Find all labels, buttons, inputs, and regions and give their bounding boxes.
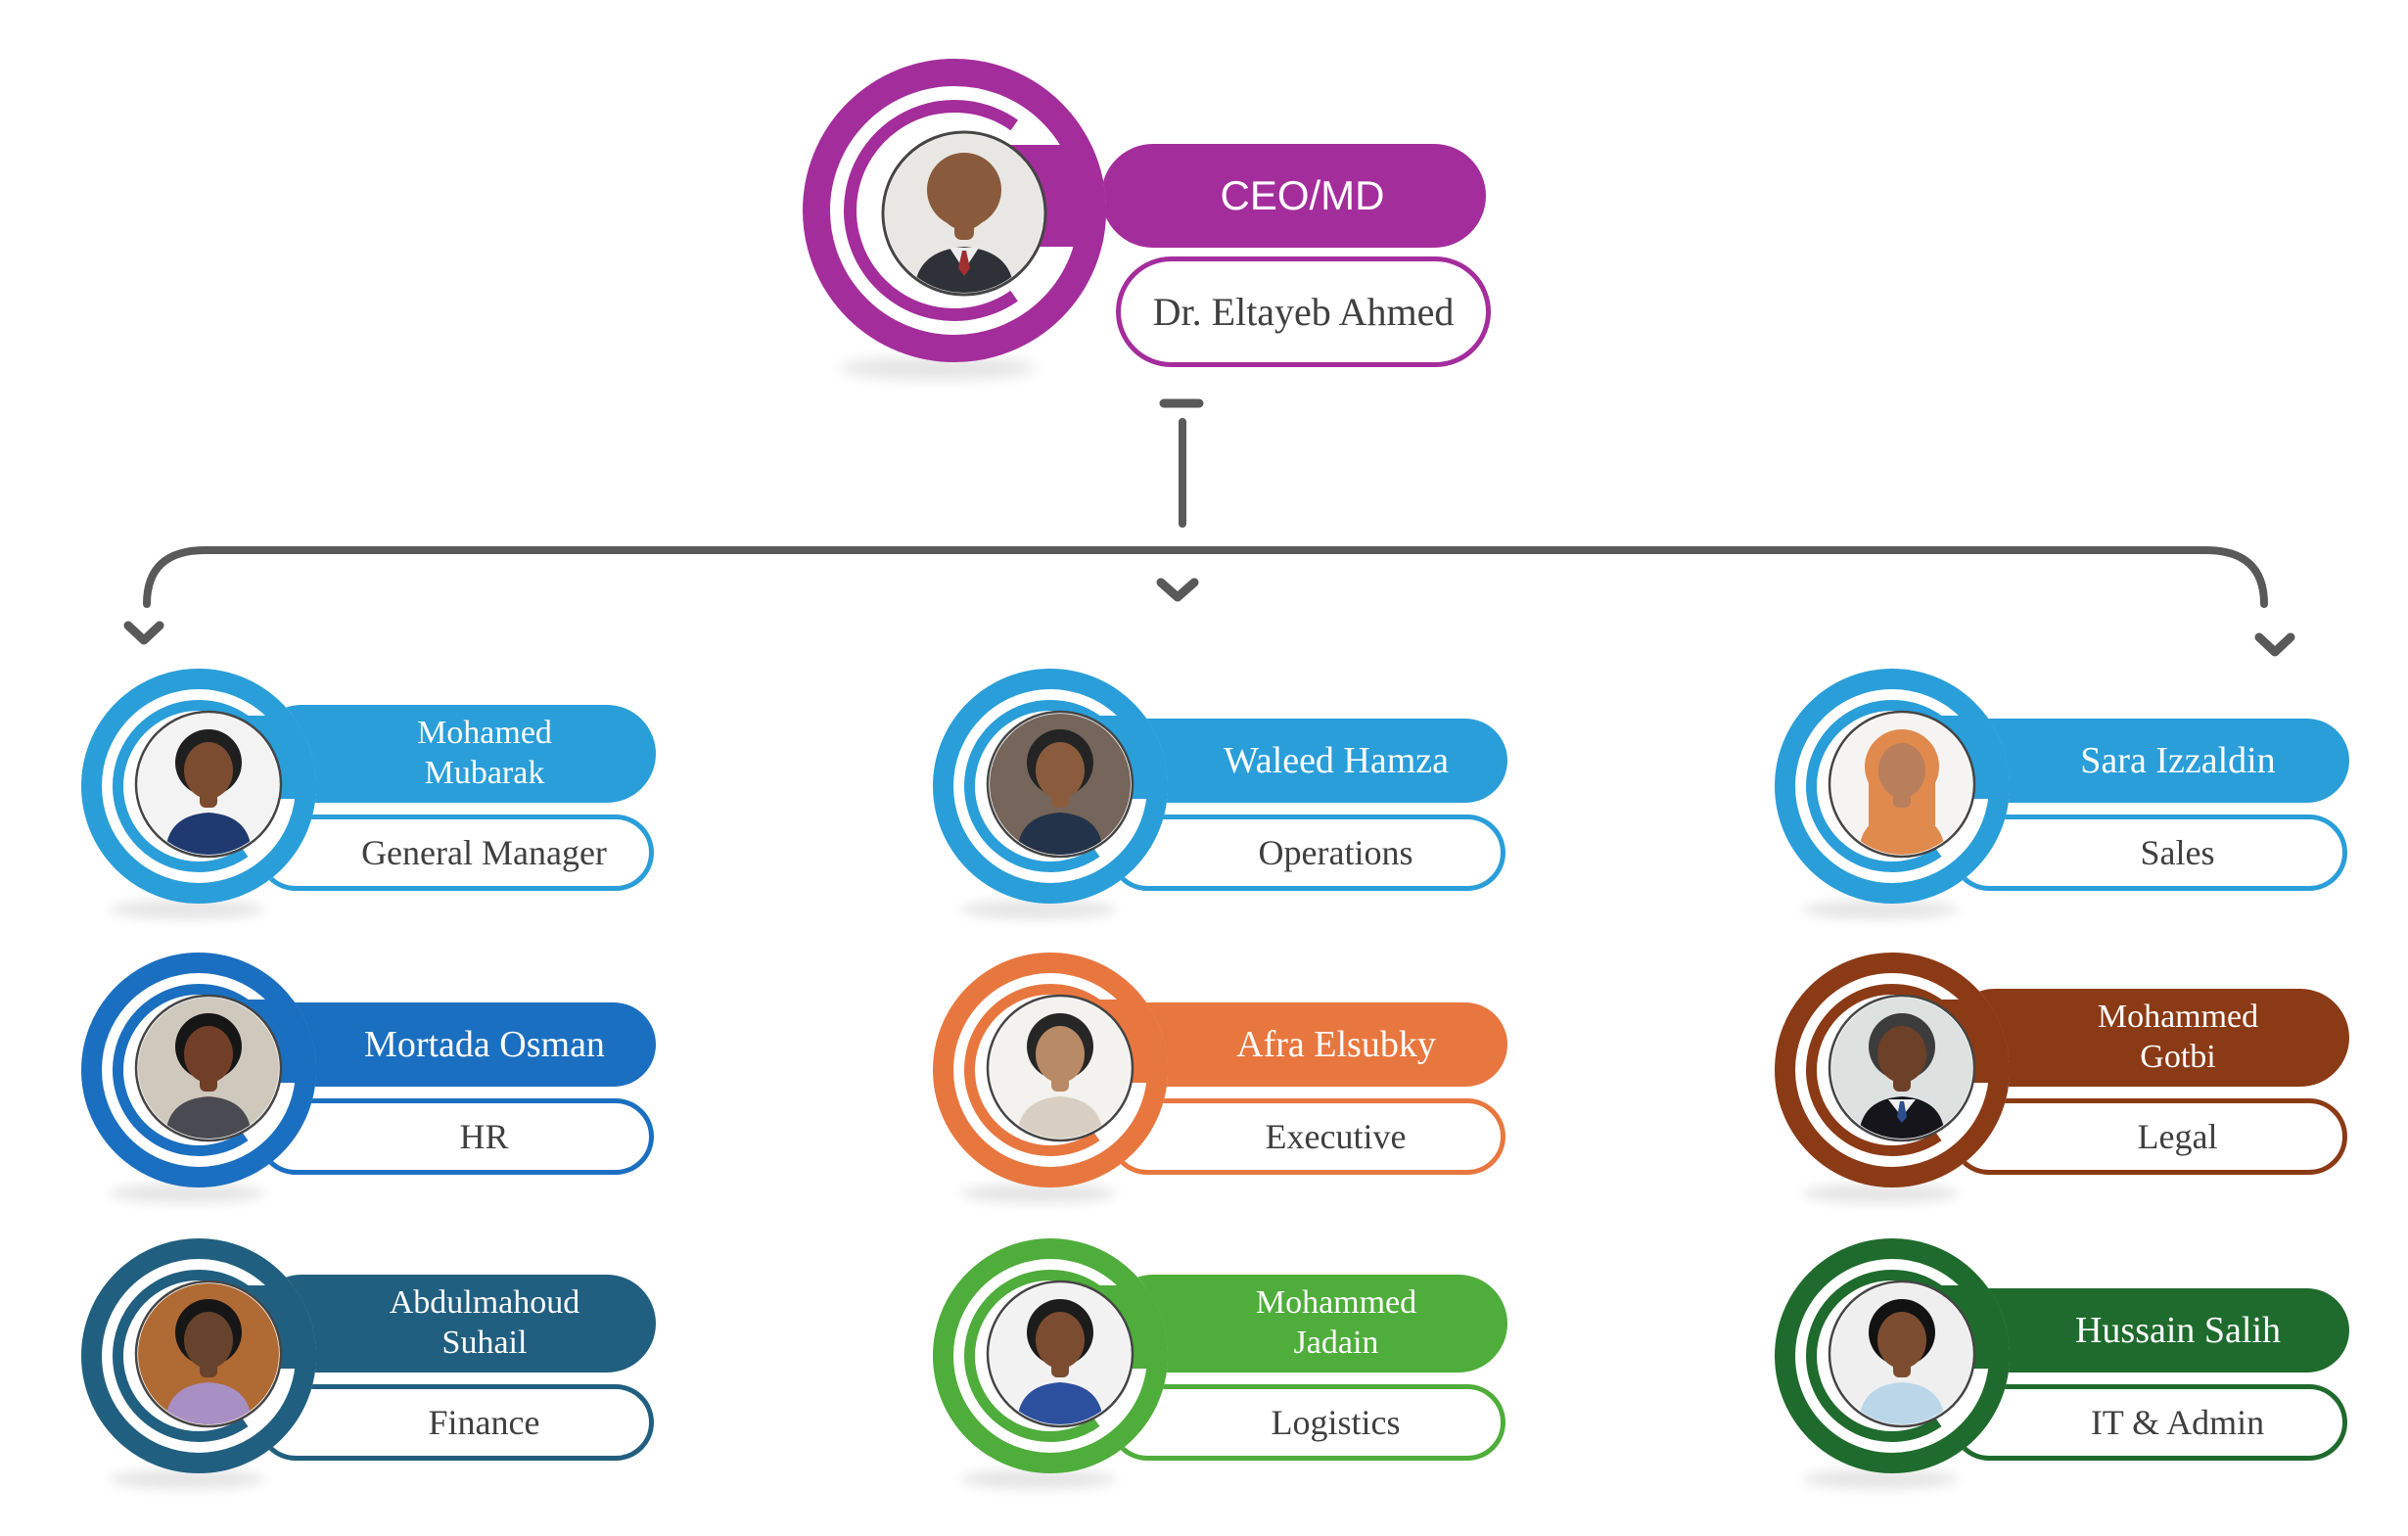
member-name-pill: Mohammed Gotbi bbox=[1946, 989, 2349, 1087]
member-badge bbox=[81, 953, 316, 1203]
member-badge bbox=[933, 953, 1168, 1203]
member-department-label: IT & Admin bbox=[2090, 1403, 2265, 1442]
member-badge bbox=[933, 1238, 1168, 1489]
member-department-label: Sales bbox=[2140, 833, 2215, 872]
avatar-photo bbox=[990, 714, 1131, 855]
member-name-pill: Mohamed Mubarak bbox=[253, 705, 656, 803]
avatar-photo bbox=[1831, 998, 1972, 1139]
member-department-label: Finance bbox=[428, 1403, 540, 1442]
member-name-pill: Abdulmahoud Suhail bbox=[253, 1275, 656, 1373]
chevron-down-icon bbox=[123, 621, 164, 645]
member-department-pill: Legal bbox=[1951, 1098, 2347, 1175]
member-name-label: Mohammed Gotbi bbox=[2097, 999, 2259, 1075]
ceo-badge bbox=[803, 59, 1106, 380]
member-name-label: Mohammed Jadain bbox=[1255, 1284, 1417, 1361]
connector-bracket bbox=[143, 546, 2268, 608]
avatar-photo bbox=[990, 998, 1131, 1139]
member-name-label: Hussain Salih bbox=[2074, 1310, 2282, 1351]
org-node-ceo: CEO/MD Dr. Eltayeb Ahmed bbox=[803, 44, 1605, 380]
member-name-label: Mortada Osman bbox=[364, 1024, 605, 1065]
avatar-photo bbox=[138, 998, 279, 1139]
chevron-down-icon bbox=[1156, 578, 1199, 602]
member-badge bbox=[81, 1238, 316, 1489]
member-department-label: Operations bbox=[1258, 833, 1413, 872]
member-department-pill: General Manager bbox=[257, 815, 654, 891]
org-node-finance: Abdulmahoud Suhail Finance bbox=[81, 1229, 708, 1489]
ceo-role-label: CEO/MD bbox=[1220, 172, 1385, 218]
ceo-name-pill: Dr. Eltayeb Ahmed bbox=[1116, 256, 1491, 367]
member-badge bbox=[1775, 669, 2010, 919]
member-name-label: Sara Izzaldin bbox=[2080, 740, 2276, 781]
member-department-label: Legal bbox=[2137, 1117, 2218, 1156]
member-badge bbox=[933, 669, 1168, 919]
member-name-label: Mohamed Mubarak bbox=[417, 715, 552, 791]
ceo-name-label: Dr. Eltayeb Ahmed bbox=[1152, 290, 1455, 334]
member-name-pill: Mohammed Jadain bbox=[1104, 1275, 1507, 1373]
ceo-role-pill: CEO/MD bbox=[1101, 144, 1486, 248]
member-department-label: General Manager bbox=[361, 833, 607, 872]
member-badge bbox=[1775, 953, 2010, 1203]
org-node-executive: Afra Elsubky Executive bbox=[933, 943, 1559, 1203]
member-department-pill: Logistics bbox=[1109, 1384, 1505, 1461]
member-department-pill: Operations bbox=[1109, 815, 1505, 891]
org-node-logistics: Mohammed Jadain Logistics bbox=[933, 1229, 1559, 1489]
avatar-photo bbox=[885, 134, 1043, 293]
org-node-sales: Sara Izzaldin Sales bbox=[1775, 659, 2401, 919]
org-node-hr: Mortada Osman HR bbox=[81, 943, 708, 1203]
org-node-operations: Waleed Hamza Operations bbox=[933, 659, 1559, 919]
member-department-label: Logistics bbox=[1271, 1403, 1401, 1442]
member-name-label: Waleed Hamza bbox=[1223, 740, 1450, 781]
member-department-pill: Finance bbox=[257, 1384, 654, 1461]
avatar-photo bbox=[990, 1283, 1131, 1424]
avatar-photo bbox=[138, 714, 279, 855]
org-node-legal: Mohammed Gotbi Legal bbox=[1775, 943, 2401, 1203]
member-name-pill: Waleed Hamza bbox=[1104, 719, 1507, 803]
member-department-pill: HR bbox=[257, 1098, 654, 1175]
member-department-pill: Executive bbox=[1109, 1098, 1505, 1175]
member-name-pill: Sara Izzaldin bbox=[1946, 719, 2349, 803]
org-node-general-manager: Mohamed Mubarak General Manager bbox=[81, 659, 708, 919]
member-name-label: Afra Elsubky bbox=[1236, 1024, 1436, 1065]
member-department-label: HR bbox=[459, 1117, 509, 1156]
member-department-pill: IT & Admin bbox=[1951, 1384, 2347, 1461]
member-name-pill: Afra Elsubky bbox=[1104, 1002, 1507, 1087]
member-name-pill: Mortada Osman bbox=[253, 1002, 656, 1087]
avatar-photo bbox=[1831, 1283, 1972, 1424]
member-name-pill: Hussain Salih bbox=[1946, 1288, 2349, 1373]
member-department-label: Executive bbox=[1265, 1117, 1407, 1156]
member-name-label: Abdulmahoud Suhail bbox=[389, 1284, 580, 1361]
avatar-photo bbox=[138, 1283, 279, 1424]
org-node-it-admin: Hussain Salih IT & Admin bbox=[1775, 1229, 2401, 1489]
avatar-photo bbox=[1831, 714, 1972, 855]
member-department-pill: Sales bbox=[1951, 815, 2347, 891]
chevron-down-icon bbox=[2254, 632, 2295, 657]
member-badge bbox=[1775, 1238, 2010, 1489]
member-badge bbox=[81, 669, 316, 919]
